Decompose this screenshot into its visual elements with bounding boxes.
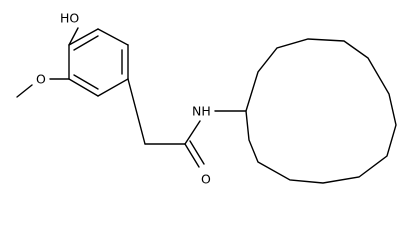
hydroxyl-label: HO [60,11,79,26]
benzene-ring [68,28,129,97]
methyl-bond [16,84,33,98]
carbonyl-double-bond-outer [184,143,200,168]
carbonyl-double-bond-inner [189,140,205,165]
methylene-bond [127,78,146,145]
carbonyl-oxygen-label: O [201,172,211,187]
hydroxyl-bond [68,27,79,46]
methoxy-oxygen-label: O [36,72,46,87]
amide-nitrogen-label: NH [192,104,211,119]
chemical-structure: HO O NH O [16,11,397,187]
cyclododecane-ring [245,38,397,184]
carbonyl-nitrogen-bond [184,120,201,145]
